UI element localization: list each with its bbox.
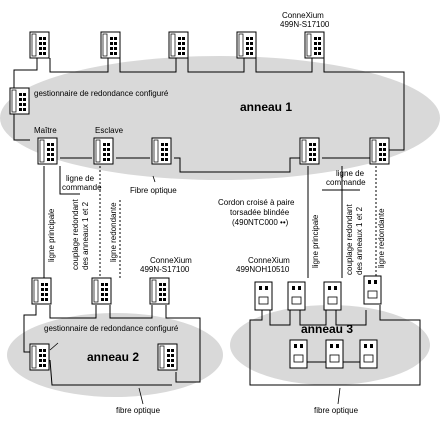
ring1-label: anneau 1 — [240, 100, 292, 114]
switch-mid-4 — [299, 137, 320, 165]
switch-ring2-1 — [31, 277, 52, 305]
switch-ring3-2 — [287, 281, 306, 311]
redundancy-manager-switch-ring1 — [9, 87, 30, 115]
crossed-cable-label-2: torsadée blindée — [230, 208, 290, 217]
switch-ring3-3 — [323, 281, 342, 311]
connexium-label-top: ConneXium — [282, 11, 324, 20]
optical-fiber-bottom-left-label: fibre optique — [116, 406, 161, 415]
switch-top-3 — [168, 31, 189, 59]
switch-top-2 — [100, 31, 121, 59]
control-line-right-2: commande — [326, 178, 366, 187]
coupling-right-label-1: couplage redondant — [345, 203, 354, 275]
ring3-label: anneau 3 — [301, 322, 353, 336]
optical-fiber-bottom-right-label: fibre optique — [314, 406, 359, 415]
coupling-right-label-2: des anneaux 1 et 2 — [355, 206, 364, 275]
pointer-arrows — [49, 175, 341, 405]
switch-ring2-2 — [91, 277, 112, 305]
master-label: Maître — [34, 126, 57, 135]
switch-ring3-7 — [359, 339, 378, 369]
model-label-mid-right: 499NOH10510 — [236, 265, 290, 274]
crossed-cable-label-3: (490NTC000 ••) — [232, 218, 289, 227]
switch-mid-3 — [151, 137, 172, 165]
lower-links — [23, 305, 421, 386]
slave-label: Esclave — [95, 126, 124, 135]
main-line-left-label: ligne principale — [47, 208, 56, 262]
switch-ring2-4 — [157, 343, 178, 371]
switch-top-4 — [236, 31, 257, 59]
model-label-mid-left: 499N-S17100 — [140, 265, 190, 274]
switch-ring2-3 — [149, 277, 170, 305]
control-line-left-1: ligne de — [66, 174, 95, 183]
crossed-cable-label-1: Cordon croisé à paire — [218, 198, 295, 207]
switch-top-1 — [29, 31, 50, 59]
redundant-line-right-label: ligne redondante — [377, 208, 386, 268]
switch-ring3-1 — [254, 281, 273, 311]
switch-top-5 — [304, 31, 325, 59]
main-line-right-label: ligne principale — [311, 214, 320, 268]
redundancy-manager-switch-ring2 — [29, 343, 50, 371]
control-line-right-1: ligne de — [336, 169, 365, 178]
control-line-left-2: commande — [62, 183, 102, 192]
switch-ring3-4 — [363, 275, 382, 305]
switch-ring3-6 — [325, 339, 344, 369]
switch-slave — [93, 137, 114, 165]
coupling-left-label-2: des anneaux 1 et 2 — [81, 201, 90, 270]
redundant-line-left-label: ligne redondante — [109, 202, 118, 262]
switch-mid-5 — [369, 137, 390, 165]
connexium-label-mid-right: ConneXium — [248, 256, 290, 265]
ring2-background — [7, 313, 223, 397]
model-label-top: 499N-S17100 — [280, 20, 330, 29]
ring2-label: anneau 2 — [87, 350, 139, 364]
connexium-label-mid-left: ConneXium — [150, 256, 192, 265]
optical-fiber-top-label: Fibre optique — [130, 186, 177, 195]
redundancy-manager-label-top: gestionnaire de redondance configuré — [34, 89, 169, 98]
coupling-lines — [43, 166, 377, 278]
coupling-left-label-1: couplage redondant — [71, 198, 80, 270]
redundancy-manager-label-bottom: gestionnaire de redondance configuré — [44, 324, 179, 333]
switch-master — [37, 137, 58, 165]
switch-ring3-5 — [289, 339, 308, 369]
ring1-links — [13, 58, 405, 173]
